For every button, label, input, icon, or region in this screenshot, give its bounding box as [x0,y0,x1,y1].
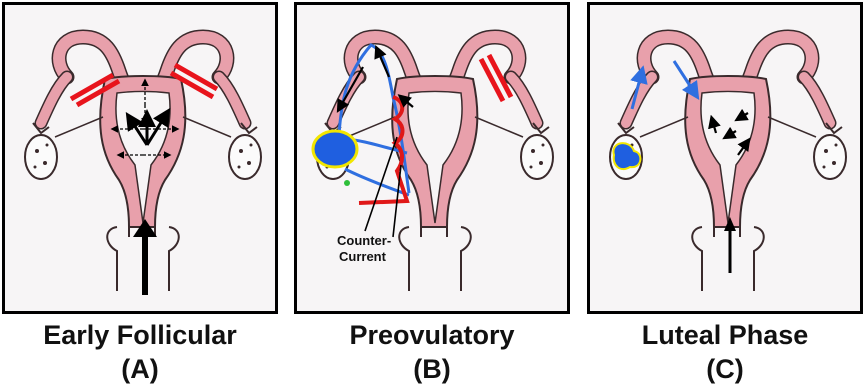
caption-title-a: Early Follicular [2,318,278,352]
dominant-follicle-b [313,131,357,167]
caption-label-c: (C) [587,352,863,386]
panel-luteal-phase [587,2,863,314]
panel-early-follicular [2,2,278,314]
panel-preovulatory: Counter- Current [294,2,570,314]
uterus-diagram-c [610,37,846,291]
caption-a: Early Follicular (A) [2,318,278,386]
caption-label-a: (A) [2,352,278,386]
caption-title-b: Preovulatory [294,318,570,352]
counter-current-label-line2: Current [339,249,387,264]
caption-c: Luteal Phase (C) [587,318,863,386]
caption-b: Preovulatory (B) [294,318,570,386]
cervical-arrow-a [133,219,157,295]
small-follicle-b [344,180,350,186]
counter-current-pointers-b [365,137,401,237]
counter-current-label-line1: Counter- [337,233,391,248]
counter-current-vessel-b [359,97,407,203]
caption-label-b: (B) [294,352,570,386]
caption-title-c: Luteal Phase [587,318,863,352]
